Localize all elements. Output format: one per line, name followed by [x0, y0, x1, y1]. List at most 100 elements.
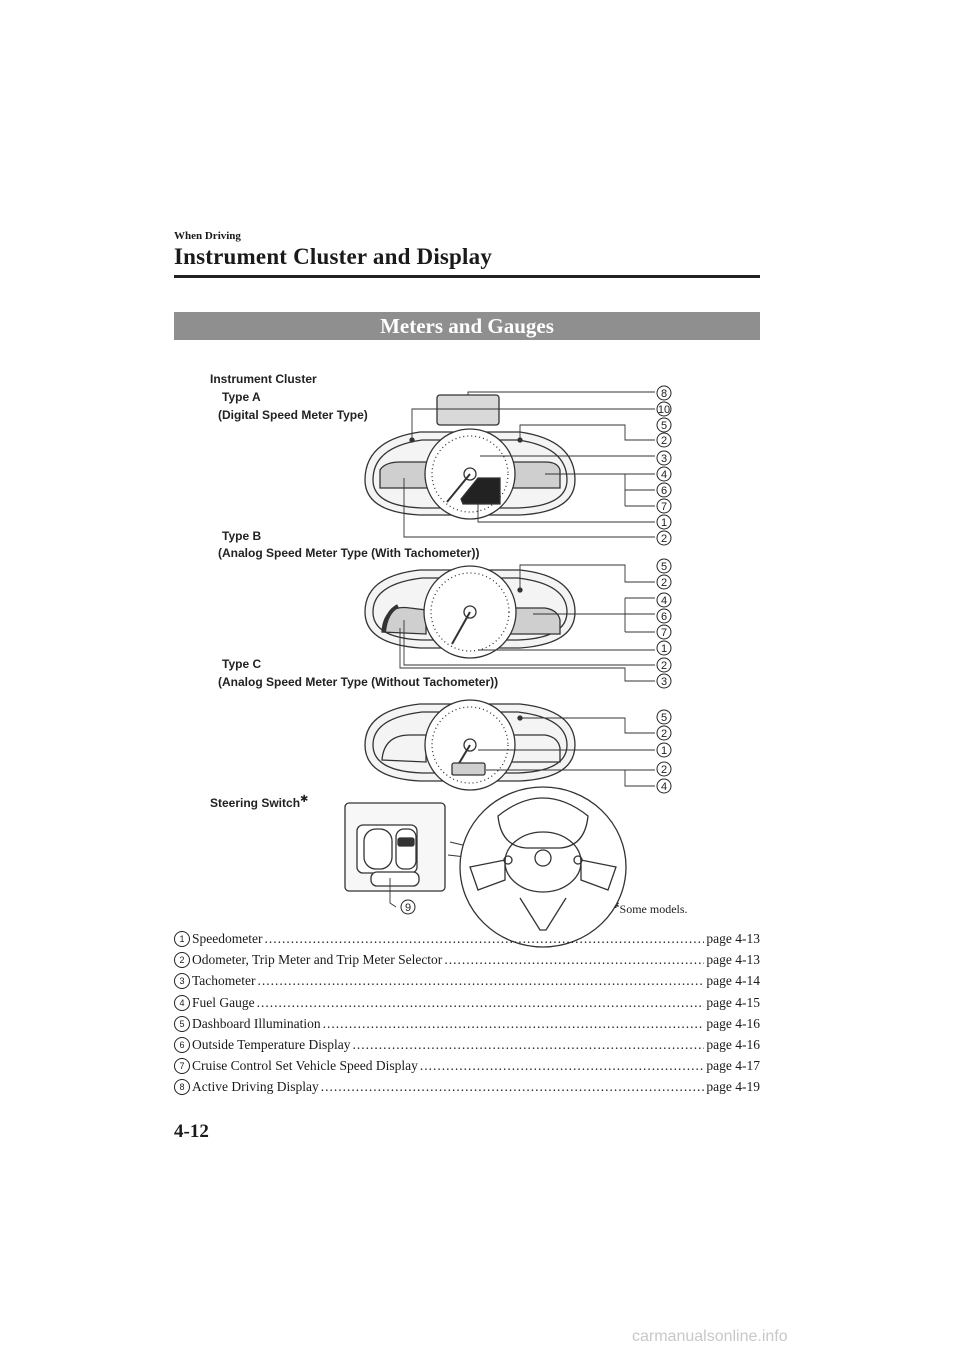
item-label: Fuel Gauge — [192, 994, 255, 1010]
leader-dots — [323, 1016, 705, 1032]
item-number: 5 — [174, 1015, 190, 1032]
item-page-ref[interactable]: page 4-19 — [706, 1079, 760, 1095]
type-c-cluster — [364, 699, 576, 791]
section-banner: Meters and Gauges — [174, 312, 760, 340]
item-page-ref[interactable]: page 4-14 — [706, 973, 760, 989]
callout-a-8-label: 8 — [661, 388, 667, 400]
leader-dots — [264, 931, 704, 947]
callout-b-1-label: 1 — [661, 643, 667, 655]
callout-c-5 — [656, 709, 672, 725]
callout-b-6-label: 6 — [661, 611, 667, 623]
steering-switch-detail — [344, 802, 493, 892]
type-c-desc: (Analog Speed Meter Type (Without Tachom… — [218, 675, 499, 689]
item-label: Odometer, Trip Meter and Trip Meter Sele… — [192, 952, 443, 968]
callout-a-10-label: 10 — [658, 404, 670, 416]
callout-a-2-label: 2 — [661, 435, 667, 447]
callout-b-2 — [656, 574, 672, 590]
callout-a-6 — [656, 482, 672, 498]
type-a-desc: (Digital Speed Meter Type) — [218, 408, 368, 422]
callout-steering-label: 9 — [405, 902, 411, 914]
item-page-ref[interactable]: page 4-17 — [706, 1058, 760, 1074]
item-label: Cruise Control Set Vehicle Speed Display — [192, 1058, 418, 1074]
leader-dots — [444, 952, 704, 968]
type-a-cluster — [364, 394, 576, 520]
digital-speed — [460, 477, 501, 505]
steering-wheel — [459, 786, 627, 948]
item-label: Speedometer — [192, 931, 263, 946]
leader-dots — [257, 995, 705, 1011]
callout-c-2 — [656, 725, 672, 741]
item-page-ref[interactable]: page 4-15 — [706, 994, 760, 1010]
active-driving-display — [436, 394, 500, 426]
leader-dots — [420, 1058, 705, 1074]
callout-b-5-label: 5 — [661, 561, 667, 573]
page-title: Instrument Cluster and Display — [174, 244, 493, 269]
item-number: 2 — [174, 952, 190, 969]
watermark: carmanualsonline.info — [632, 1328, 788, 1345]
callout-c-4-label: 4 — [661, 781, 667, 793]
callout-a-7-label: 7 — [661, 501, 667, 513]
callout-c-2 — [656, 761, 672, 777]
callout-c-4 — [656, 778, 672, 794]
callout-a-1-label: 1 — [661, 517, 667, 529]
callout-b-5 — [656, 558, 672, 574]
callout-a-1 — [656, 514, 672, 530]
list-item: 3Tachometerpage 4-14 — [174, 973, 760, 994]
callout-b-4-label: 4 — [661, 595, 667, 607]
callout-c-2-label: 2 — [661, 764, 667, 776]
callout-a-4-label: 4 — [661, 469, 667, 481]
callout-a-6-label: 6 — [661, 485, 667, 497]
type-b-desc: (Analog Speed Meter Type (With Tachomete… — [218, 546, 480, 560]
item-label: Active Driving Display — [192, 1079, 319, 1095]
item-page-ref[interactable]: page 4-16 — [706, 1015, 760, 1031]
callout-b-2-label: 2 — [661, 577, 667, 589]
callout-a-7 — [656, 498, 672, 514]
callout-a-3 — [656, 450, 672, 466]
callout-c-2-label: 2 — [661, 728, 667, 740]
item-number: 6 — [174, 1036, 190, 1053]
callout-b-2 — [656, 657, 672, 673]
callout-b-7 — [656, 624, 672, 640]
type-a-name: Type A — [222, 390, 261, 404]
callout-b-3-label: 3 — [661, 676, 667, 688]
callout-b-4 — [656, 592, 672, 608]
callout-a-5 — [656, 417, 672, 433]
item-page-ref[interactable]: page 4-16 — [706, 1036, 760, 1052]
item-number: 4 — [174, 994, 190, 1011]
type-b-name: Type B — [222, 529, 262, 543]
callout-steering — [400, 899, 416, 915]
item-label: Outside Temperature Display — [192, 1036, 351, 1052]
item-label: Tachometer — [192, 973, 256, 989]
asterisk-icon: ✱ — [300, 794, 309, 805]
item-number: 1 — [174, 931, 190, 947]
right-display — [511, 461, 561, 489]
item-number: 8 — [174, 1079, 190, 1096]
section-label: When Driving — [174, 230, 241, 242]
item-label: Dashboard Illumination — [192, 1015, 321, 1031]
leader-dots — [353, 1037, 705, 1053]
type-c-name: Type C — [222, 657, 262, 671]
callout-b-1 — [656, 640, 672, 656]
page-number: 4-12 — [174, 1121, 209, 1142]
item-page-ref[interactable]: page 4-13 — [706, 931, 760, 946]
item-number: 7 — [174, 1058, 190, 1075]
callout-b-6 — [656, 608, 672, 624]
item-page-ref[interactable]: page 4-13 — [706, 952, 760, 968]
callout-b-3 — [656, 673, 672, 689]
type-b-cluster — [364, 565, 576, 659]
figure-caption: Instrument Cluster — [210, 372, 317, 386]
title-rule — [174, 275, 760, 278]
callout-a-5-label: 5 — [661, 420, 667, 432]
callout-b-7-label: 7 — [661, 627, 667, 639]
callout-c-1-label: 1 — [661, 745, 667, 757]
callout-a-2 — [656, 530, 672, 546]
callout-a-3-label: 3 — [661, 453, 667, 465]
callout-a-8 — [656, 385, 672, 401]
